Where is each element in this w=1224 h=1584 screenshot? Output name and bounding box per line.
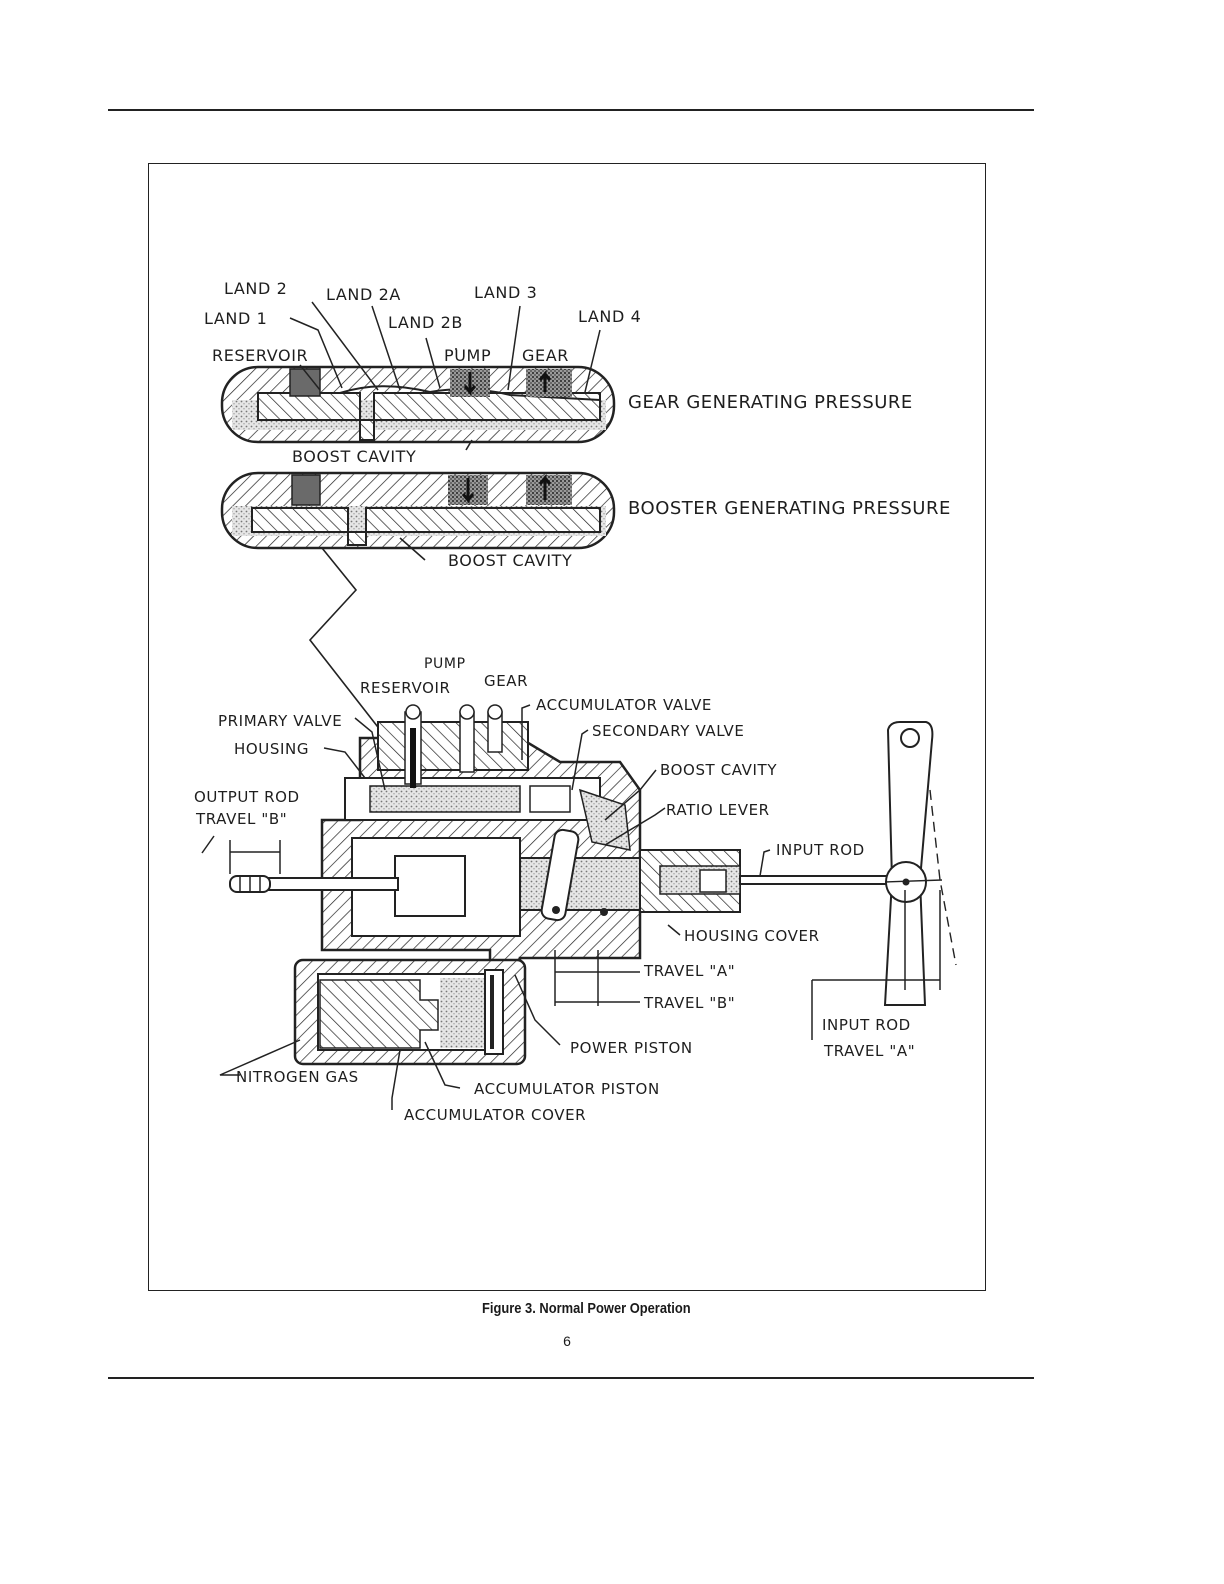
label-reservoir: RESERVOIR <box>360 679 451 697</box>
label-secondary-valve: SECONDARY VALVE <box>592 722 744 740</box>
figure-caption: Figure 3. Normal Power Operation <box>79 1300 1132 1317</box>
label-gear-generating-pressure: GEAR GENERATING PRESSURE <box>628 392 913 413</box>
label-output-rod-2: TRAVEL "B" <box>195 810 287 828</box>
label-boost-cavity-3: BOOST CAVITY <box>660 761 777 779</box>
label-land-2: LAND 2 <box>224 279 287 298</box>
label-accumulator-piston: ACCUMULATOR PISTON <box>474 1080 660 1098</box>
label-booster-generating-pressure: BOOSTER GENERATING PRESSURE <box>628 498 951 519</box>
label-land-3: LAND 3 <box>474 283 537 302</box>
label-land-4: LAND 4 <box>578 307 641 326</box>
label-primary-valve: PRIMARY VALVE <box>218 712 342 730</box>
top-leader-lines <box>289 301 601 393</box>
page-number: 6 <box>563 1333 571 1349</box>
label-input-rod-travel-2: TRAVEL "A" <box>823 1042 915 1060</box>
accumulator <box>293 958 527 1066</box>
label-ratio-lever: RATIO LEVER <box>666 801 770 819</box>
label-housing-cover: HOUSING COVER <box>684 927 820 945</box>
label-land-1: LAND 1 <box>204 309 267 328</box>
label-travel-b: TRAVEL "B" <box>643 994 735 1012</box>
main-assembly <box>229 704 889 992</box>
booster-generating-valve-section <box>220 471 616 561</box>
label-output-rod-1: OUTPUT ROD <box>194 788 300 806</box>
label-pump-top: PUMP <box>444 346 491 365</box>
zoom-leader-line <box>308 547 389 741</box>
label-pump: PUMP <box>424 656 466 672</box>
label-nitrogen-gas: NITROGEN GAS <box>236 1068 359 1086</box>
label-input-rod-travel-1: INPUT ROD <box>822 1016 911 1034</box>
label-land-2a: LAND 2A <box>326 285 401 304</box>
bottom-rule <box>108 1377 1034 1379</box>
label-boost-cavity-1: BOOST CAVITY <box>292 447 416 466</box>
dimension-lines <box>201 835 941 1040</box>
label-land-2b: LAND 2B <box>388 313 463 332</box>
label-power-piston: POWER PISTON <box>570 1039 693 1057</box>
lower-leader-lines <box>219 348 771 1110</box>
label-accumulator-valve: ACCUMULATOR VALVE <box>536 696 712 714</box>
label-travel-a: TRAVEL "A" <box>643 962 735 980</box>
label-gear-top: GEAR <box>522 346 569 365</box>
label-reservoir-top: RESERVOIR <box>212 346 308 365</box>
input-lever-arm <box>883 721 957 1006</box>
gear-generating-valve-section <box>220 365 616 451</box>
diagram-labels: LAND 2 LAND 2A LAND 3 LAND 1 LAND 2B LAN… <box>194 279 951 1124</box>
top-rule <box>108 109 1034 111</box>
figure-frame <box>148 163 986 1291</box>
label-housing: HOUSING <box>234 740 309 758</box>
label-input-rod: INPUT ROD <box>776 841 865 859</box>
figure-caption-text: Figure 3. Normal Power Operation <box>482 1300 691 1317</box>
label-boost-cavity-2: BOOST CAVITY <box>448 551 572 570</box>
label-gear: GEAR <box>484 672 528 690</box>
label-accumulator-cover: ACCUMULATOR COVER <box>404 1106 586 1124</box>
